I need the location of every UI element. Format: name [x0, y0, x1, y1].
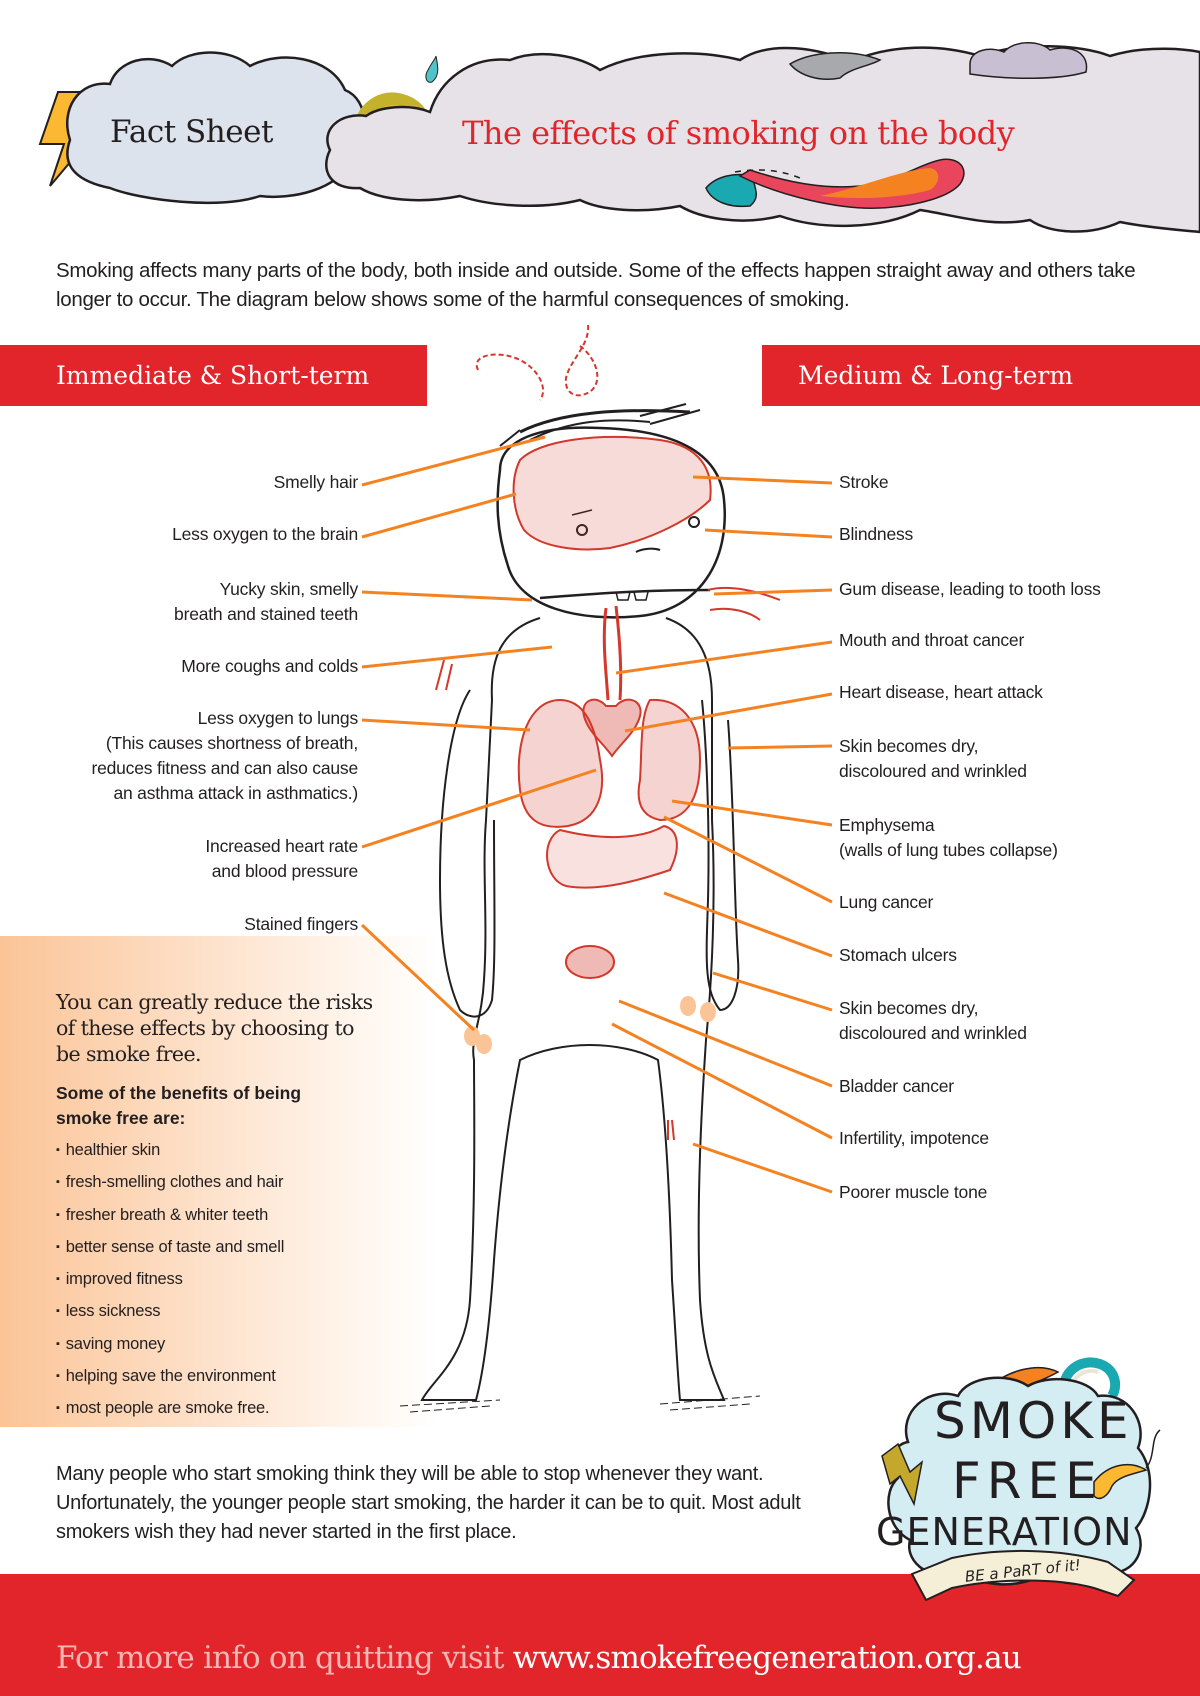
closing-paragraph: Many people who start smoking think they… — [56, 1463, 801, 1543]
logo-line-generation: GENERATION — [876, 1510, 1133, 1554]
effect-label: More coughs and colds — [181, 656, 358, 676]
effect-coughs-colds: More coughs and colds — [181, 654, 358, 679]
effect-label: Stomach ulcers — [839, 945, 957, 965]
smoke-free-generation-logo: SMOKE FREE GENERATION BE a PaRT of it! — [868, 1352, 1168, 1620]
logo-cloud-icon — [881, 1357, 1161, 1602]
effect-label: Stained fingers — [244, 914, 358, 934]
effect-lung-cancer: Lung cancer — [839, 890, 933, 915]
effect-skin-dry-lower: Skin becomes dry, discoloured and wrinkl… — [839, 996, 1027, 1046]
section-header-long-term: Medium & Long-term — [762, 345, 1200, 406]
benefit-item: fresher breath & whiter teeth — [56, 1200, 284, 1232]
benefit-item: helping save the environment — [56, 1361, 284, 1393]
fact-sheet-badge: Fact Sheet — [110, 114, 273, 150]
footer-url-link[interactable]: www.smokefreegeneration.org.au — [512, 1640, 1022, 1676]
effect-gum-disease: Gum disease, leading to tooth loss — [839, 577, 1101, 602]
effect-yucky-skin: Yucky skin, smelly breath and stained te… — [174, 577, 358, 627]
effect-label: Increased heart rate — [205, 836, 358, 856]
effect-label: Lung cancer — [839, 892, 934, 912]
benefit-item: most people are smoke free. — [56, 1393, 284, 1425]
effect-label-line2: discoloured and wrinkled — [839, 761, 1027, 781]
effect-stroke: Stroke — [839, 470, 889, 495]
effect-muscle-tone: Poorer muscle tone — [839, 1180, 987, 1205]
effect-label: Poorer muscle tone — [839, 1182, 988, 1202]
section-header-long-term-label: Medium & Long-term — [798, 361, 1074, 390]
effect-label: Heart disease, heart attack — [839, 682, 1043, 702]
effect-label: Infertility, impotence — [839, 1128, 989, 1148]
effect-heart-rate: Increased heart rate and blood pressure — [205, 834, 358, 884]
benefit-item: better sense of taste and smell — [56, 1232, 285, 1264]
effect-label: Stroke — [839, 472, 889, 492]
effect-label: Mouth and throat cancer — [839, 630, 1025, 650]
intro-paragraph: Smoking affects many parts of the body, … — [56, 259, 1136, 311]
effect-label: Blindness — [839, 524, 914, 544]
benefit-item: less sickness — [56, 1296, 284, 1328]
effect-stomach-ulcers: Stomach ulcers — [839, 943, 957, 968]
effect-heart-disease: Heart disease, heart attack — [839, 680, 1043, 705]
effect-less-oxygen-brain: Less oxygen to the brain — [172, 522, 358, 547]
effect-label-line2: breath and stained teeth — [174, 604, 358, 624]
footer-bar — [0, 1574, 1200, 1696]
effect-label-line2: discoloured and wrinkled — [839, 1023, 1027, 1043]
effect-label: Smelly hair — [273, 472, 359, 492]
logo-line-free: FREE — [952, 1452, 1103, 1510]
effect-label-line4: an asthma attack in asthmatics.) — [113, 783, 358, 803]
effect-blindness: Blindness — [839, 522, 913, 547]
effect-label: Less oxygen to the brain — [172, 524, 358, 544]
effect-label-line2: and blood pressure — [211, 861, 358, 881]
right-cloud-shape — [325, 45, 1200, 234]
section-header-short-term: Immediate & Short-term — [0, 345, 427, 406]
effect-label: Bladder cancer — [839, 1076, 954, 1096]
effect-less-oxygen-lungs: Less oxygen to lungs (This causes shortn… — [91, 706, 358, 806]
effect-label: Emphysema — [839, 815, 935, 835]
left-cloud-shape — [66, 51, 366, 205]
effect-mouth-throat-cancer: Mouth and throat cancer — [839, 628, 1024, 653]
footer-prefix: For more info on quitting visit — [56, 1640, 513, 1676]
effect-bladder-cancer: Bladder cancer — [839, 1074, 954, 1099]
benefits-list: healthier skin fresh-smelling clothes an… — [56, 1135, 285, 1426]
logo-line-smoke: SMOKE — [934, 1392, 1133, 1450]
benefit-item: fresh-smelling clothes and hair — [56, 1167, 284, 1199]
effect-label: Skin becomes dry, — [839, 736, 979, 756]
effect-skin-dry-upper: Skin becomes dry, discoloured and wrinkl… — [839, 734, 1027, 784]
effect-emphysema: Emphysema (walls of lung tubes collapse) — [839, 813, 1058, 863]
benefits-subheading: Some of the benefits of being smoke free… — [56, 1083, 302, 1128]
effect-label: Less oxygen to lungs — [197, 708, 359, 728]
section-header-short-term-label: Immediate & Short-term — [56, 361, 370, 390]
header-cloud-illustration — [38, 42, 1200, 234]
effect-infertility: Infertility, impotence — [839, 1126, 989, 1151]
effect-label: Yucky skin, smelly — [219, 579, 359, 599]
benefits-heading: You can greatly reduce the risks of thes… — [56, 990, 373, 1066]
benefit-item: healthier skin — [56, 1135, 284, 1167]
effect-label: Gum disease, leading to tooth loss — [839, 579, 1101, 599]
benefit-item: saving money — [56, 1329, 284, 1361]
effect-label-line2: (This causes shortness of breath, — [105, 733, 358, 753]
effect-label-line3: reduces fitness and can also cause — [91, 758, 358, 778]
effect-smelly-hair: Smelly hair — [273, 470, 359, 495]
footer-text: For more info on quitting visit www.smok… — [56, 1640, 1022, 1676]
effect-label-line2: (walls of lung tubes collapse) — [839, 840, 1058, 860]
page-title: The effects of smoking on the body — [462, 114, 1015, 152]
effect-label: Skin becomes dry, — [839, 998, 979, 1018]
benefit-item: improved fitness — [56, 1264, 284, 1296]
effect-stained-fingers: Stained fingers — [244, 912, 358, 937]
